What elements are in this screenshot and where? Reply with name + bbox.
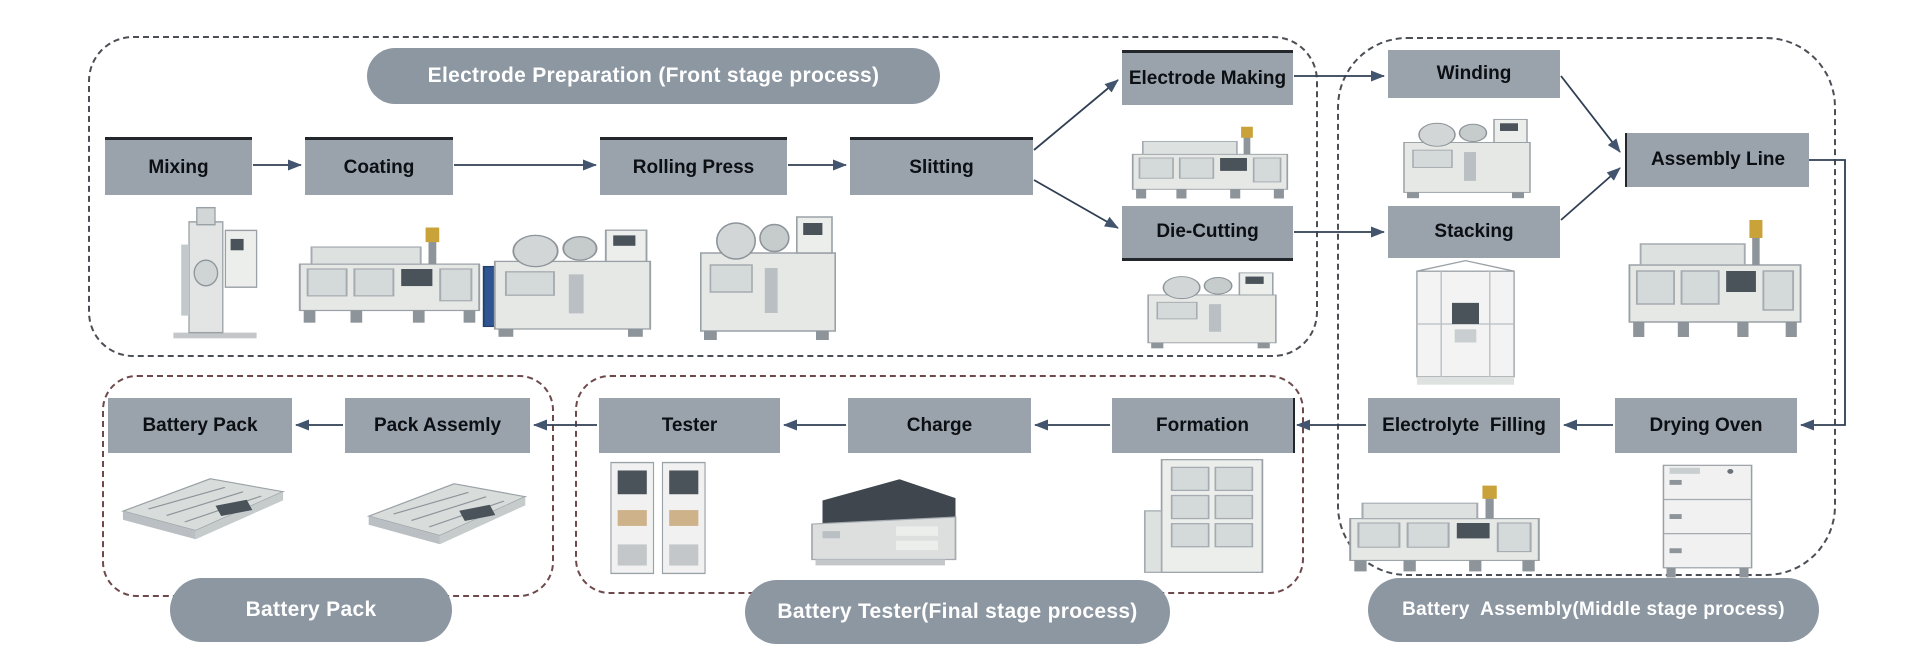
node-die-cutting: Die-Cutting [1122, 206, 1293, 261]
node-coating: Coating [305, 137, 453, 195]
section-pill-battery-pack: Battery Pack [170, 578, 452, 642]
section-pill-battery-tester: Battery Tester(Final stage process) [745, 580, 1170, 644]
battery-pack-machine-image [112, 455, 294, 563]
node-battery-pack: Battery Pack [108, 398, 292, 453]
tester-machine-image [602, 452, 714, 584]
node-electrolyte-filling: Electrolyte Filling [1368, 398, 1560, 453]
assembly-line-machine-image [1622, 196, 1808, 346]
slitting-machine-image [688, 196, 848, 346]
node-charge: Charge [848, 398, 1031, 453]
winding-machine-image [1392, 106, 1542, 202]
electrolyte-filling-machine-image [1342, 468, 1547, 578]
drying-oven-machine-image [1630, 458, 1782, 580]
coating-machine-image [292, 208, 487, 330]
pack-assembly-machine-image [358, 460, 536, 568]
node-slitting: Slitting [850, 137, 1033, 195]
node-mixing: Mixing [105, 137, 252, 195]
stacking-machine-image [1398, 258, 1533, 390]
node-electrode-making: Electrode Making [1122, 50, 1293, 105]
node-pack-assembly: Pack Assemly [345, 398, 530, 453]
section-pill-electrode-preparation: Electrode Preparation (Front stage proce… [367, 48, 940, 104]
node-rolling-press: Rolling Press [600, 137, 787, 195]
node-stacking: Stacking [1388, 206, 1560, 258]
node-winding: Winding [1388, 50, 1560, 98]
section-electrode-preparation-container [88, 36, 1318, 357]
node-assembly-line: Assembly Line [1625, 133, 1809, 187]
node-tester: Tester [599, 398, 780, 453]
node-drying-oven: Drying Oven [1615, 398, 1797, 453]
charge-machine-image [798, 458, 973, 576]
die-cutting-machine-image [1136, 260, 1288, 352]
rolling-press-machine-image [480, 212, 665, 342]
formation-machine-image [1128, 452, 1296, 580]
mixing-machine-image [150, 202, 280, 344]
node-formation: Formation [1112, 398, 1295, 453]
section-pill-battery-assembly: Battery Assembly(Middle stage process) [1368, 578, 1819, 642]
electrode-making-machine-image [1126, 112, 1294, 204]
